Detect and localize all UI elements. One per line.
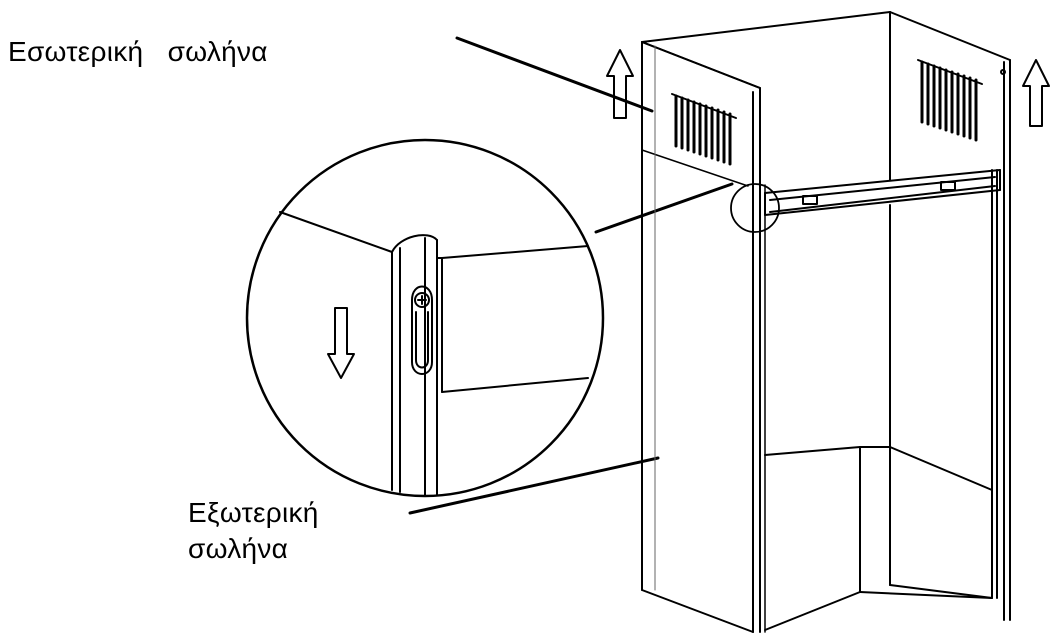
- inner-pipe: [641, 11, 1011, 631]
- vent-grille-front: [674, 94, 732, 166]
- vent-grille-right-frame: [917, 59, 983, 85]
- outer-pipe-leader-line: [408, 456, 660, 515]
- vent-grille-front-frame: [671, 93, 737, 119]
- magnified-detail: [245, 138, 605, 498]
- down-arrow-icon: [327, 307, 355, 379]
- vent-grille-right: [920, 60, 978, 142]
- keyhole-slot-icon: [411, 285, 433, 375]
- outer-pipe-label-line2: σωλήνα: [188, 533, 289, 564]
- up-arrow-icon: [1022, 59, 1050, 127]
- inner-pipe-leader-line: [455, 36, 654, 113]
- detail-leader-line: [594, 182, 734, 234]
- up-arrow-icon: [606, 49, 634, 119]
- joint-detail-marker: [730, 183, 780, 233]
- outer-pipe: [641, 41, 766, 633]
- inner-pipe-label: Εσωτερική σωλήνα: [8, 36, 268, 67]
- outer-pipe-label-line1: Εξωτερική: [188, 497, 319, 528]
